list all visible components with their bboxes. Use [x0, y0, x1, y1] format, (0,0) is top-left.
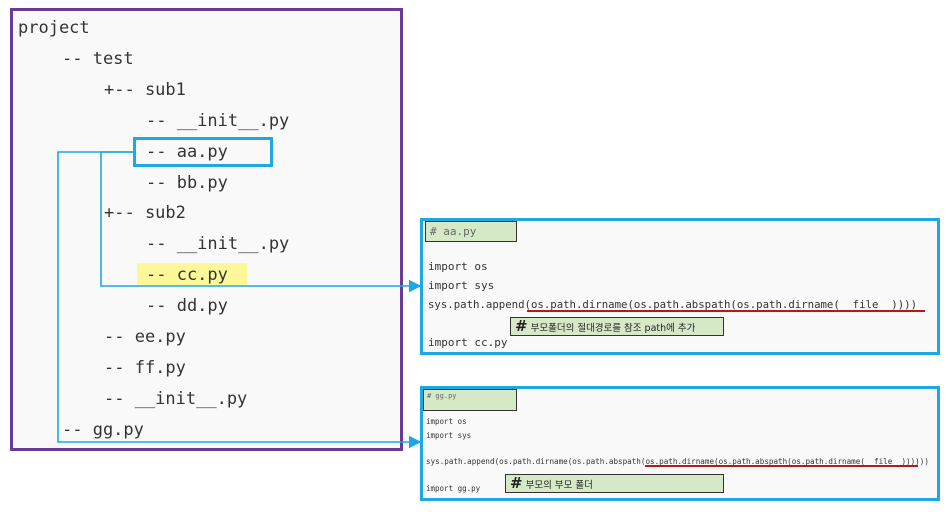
tree-item-dd: -- dd.py — [146, 296, 228, 316]
tree-item-test-init: -- __init__.py — [104, 389, 248, 409]
tree-item-ee: -- ee.py — [104, 327, 186, 347]
tree-item-gg: -- gg.py — [62, 420, 144, 440]
tree-item-sub1: +-- sub1 — [104, 80, 186, 100]
arrow-aa-to-code — [100, 151, 422, 293]
aa-note-text: 부모폴더의 절대경로를 참조 path에 추가 — [530, 323, 696, 334]
tree-item-project: project — [18, 18, 90, 38]
hash-icon: # — [515, 317, 528, 335]
tree-item-ff: -- ff.py — [104, 358, 186, 378]
aa-comment-tag: # aa.py — [425, 221, 517, 242]
gg-code-line-4: import gg.py — [426, 484, 481, 493]
tree-item-test: -- test — [62, 49, 134, 69]
tree-item-sub1-init: -- __init__.py — [146, 111, 290, 131]
folder-tree-panel — [10, 8, 403, 451]
aa-code-line-2: import sys — [428, 279, 495, 292]
aa-highlight-box — [133, 137, 273, 167]
gg-comment-tag: # gg.py — [423, 389, 517, 411]
gg-note-text: 부모의 부모 폴더 — [525, 480, 593, 491]
tree-item-cc: -- cc.py — [146, 265, 228, 285]
gg-note-tag: # 부모의 부모 폴더 — [505, 474, 724, 493]
gg-code-line-1: import os — [426, 417, 467, 426]
hash-icon: # — [510, 474, 523, 492]
cc-highlight — [137, 263, 247, 285]
aa-code-line-3: sys.path.append(os.path.dirname(os.path.… — [428, 298, 918, 311]
gg-code-line-3: sys.path.append(os.path.dirname(os.path.… — [426, 457, 929, 466]
gg-code-line-2: import sys — [426, 431, 472, 440]
tree-item-sub2-init: -- __init__.py — [146, 234, 290, 254]
tree-item-aa: -- aa.py — [146, 142, 228, 162]
aa-code-line-1: import os — [428, 260, 488, 273]
arrow-gg-to-code — [57, 151, 422, 449]
aa-code-line-4: import cc.py — [428, 336, 508, 349]
aa-note-tag: # 부모폴더의 절대경로를 참조 path에 추가 — [510, 317, 724, 336]
tree-item-sub2: +-- sub2 — [104, 203, 186, 223]
tree-item-bb: -- bb.py — [146, 173, 228, 193]
